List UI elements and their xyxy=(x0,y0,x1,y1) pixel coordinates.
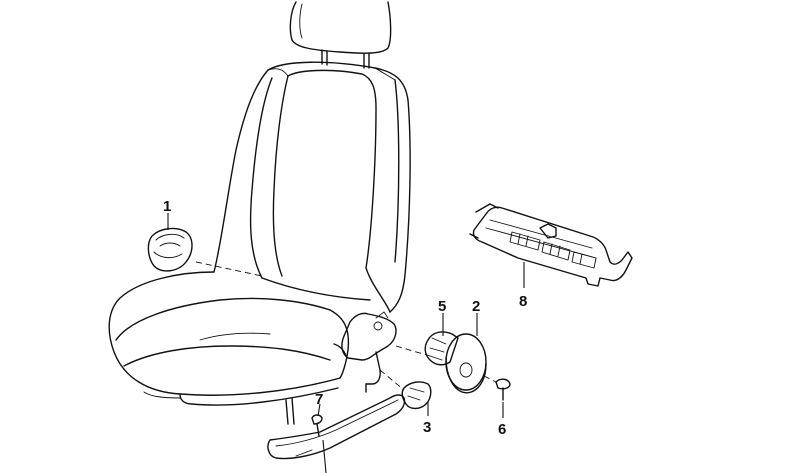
headrest xyxy=(289,1,392,69)
callout-8: 8 xyxy=(519,293,527,310)
part-5-knob-base xyxy=(424,331,459,366)
seat-cushion xyxy=(108,271,350,406)
part-6-guide xyxy=(483,375,497,383)
part-3-guide xyxy=(379,369,405,391)
callout-5: 5 xyxy=(438,298,446,315)
part-1-guide xyxy=(195,261,263,277)
callout-1: 1 xyxy=(163,198,171,215)
part-2-knob-cap xyxy=(445,333,487,394)
knob-axis xyxy=(395,345,431,357)
callout-7: 7 xyxy=(315,391,323,408)
recliner-bracket xyxy=(333,311,397,393)
part-1-cap xyxy=(147,227,193,272)
part-8-bracket xyxy=(469,203,633,287)
callout-3: 3 xyxy=(423,419,431,436)
seat-rail xyxy=(267,394,406,460)
callout-2: 2 xyxy=(472,298,480,315)
callout-6: 6 xyxy=(498,421,506,438)
callout-leaders xyxy=(167,213,525,473)
part-6-screw xyxy=(495,378,511,401)
part-3-cover xyxy=(401,381,432,410)
seat-back xyxy=(213,61,411,313)
